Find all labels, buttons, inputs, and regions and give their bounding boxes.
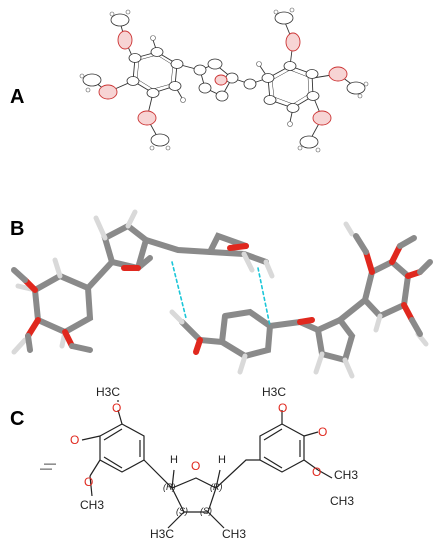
label-ch3-mid-right: CH3 bbox=[334, 468, 359, 482]
svg-text:O: O bbox=[84, 475, 93, 489]
label-stereo-r-left: (R) bbox=[163, 482, 176, 492]
label-methyl-right: CH3 bbox=[222, 527, 247, 541]
label-ch3-bottom-right: CH3 bbox=[330, 494, 355, 508]
label-h-left: H bbox=[170, 454, 178, 466]
label-h3c-top-left: H3C bbox=[96, 385, 121, 399]
svg-text:O: O bbox=[70, 433, 79, 447]
label-stereo-s-left: (S) bbox=[176, 506, 188, 516]
svg-text:O: O bbox=[112, 401, 121, 415]
svg-text:O: O bbox=[191, 459, 200, 473]
svg-text:—: — bbox=[40, 461, 52, 475]
tube-model bbox=[11, 209, 433, 379]
panel-label-a: A bbox=[10, 86, 25, 108]
panel-label-c: C bbox=[10, 408, 25, 430]
skeletal-structure bbox=[81, 400, 333, 529]
oxygen-labels-c: O O O O O O O — bbox=[40, 401, 327, 489]
svg-text:O: O bbox=[312, 465, 321, 479]
label-stereo-s-right: (S) bbox=[200, 506, 212, 516]
label-methyl-left-ring: — bbox=[44, 456, 56, 470]
svg-text:O: O bbox=[318, 425, 327, 439]
label-h-right: H bbox=[218, 454, 226, 466]
panel-label-b: B bbox=[10, 218, 25, 240]
label-ch3-bottom-left: CH3 bbox=[80, 498, 105, 512]
svg-text:O: O bbox=[278, 401, 287, 415]
label-stereo-r-right: (R) bbox=[210, 482, 223, 492]
label-h3c-top-right: H3C bbox=[262, 385, 287, 399]
label-methyl-left: H3C bbox=[150, 527, 175, 541]
